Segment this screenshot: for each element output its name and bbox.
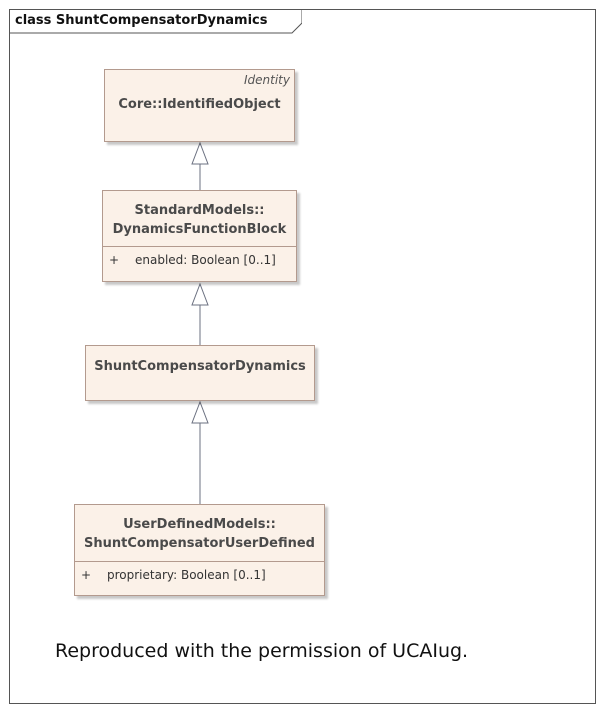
class-namespace: StandardModels::: [134, 203, 265, 218]
compartment-divider: [75, 561, 324, 562]
attribute-proprietary[interactable]: + proprietary: Boolean [0..1]: [81, 568, 266, 582]
visibility-marker: +: [109, 253, 120, 267]
class-name: UserDefinedModels:: ShuntCompensatorUser…: [75, 515, 324, 553]
class-name: StandardModels:: DynamicsFunctionBlock: [103, 201, 296, 239]
frame-title-tab: [9, 9, 302, 34]
diagram-frame: [9, 9, 596, 704]
class-shunt-compensator-user-defined[interactable]: UserDefinedModels:: ShuntCompensatorUser…: [74, 504, 325, 596]
class-name-text: ShuntCompensatorUserDefined: [84, 536, 315, 551]
diagram-title: class ShuntCompensatorDynamics: [15, 13, 268, 28]
class-identified-object[interactable]: Identity Core::IdentifiedObject: [104, 69, 295, 142]
class-name-text: DynamicsFunctionBlock: [112, 222, 287, 237]
class-name: Core::IdentifiedObject: [118, 97, 281, 112]
visibility-marker: +: [81, 568, 92, 582]
generalization-scd-to-dfb[interactable]: [191, 282, 209, 345]
class-dynamics-function-block[interactable]: StandardModels:: DynamicsFunctionBlock +…: [102, 190, 297, 282]
class-namespace: UserDefinedModels::: [123, 517, 276, 532]
attribute-text: enabled: Boolean [0..1]: [135, 253, 276, 267]
class-shunt-compensator-dynamics[interactable]: ShuntCompensatorDynamics: [85, 345, 315, 401]
generalization-dfb-to-identified-object[interactable]: [191, 141, 209, 190]
generalization-scud-to-scd[interactable]: [191, 400, 209, 504]
class-name: ShuntCompensatorDynamics: [94, 359, 306, 374]
stereotype-label: Identity: [244, 73, 290, 87]
attribute-text: proprietary: Boolean [0..1]: [107, 568, 266, 582]
attribute-enabled[interactable]: + enabled: Boolean [0..1]: [109, 253, 276, 267]
compartment-divider: [103, 246, 296, 247]
permission-footnote: Reproduced with the permission of UCAIug…: [55, 640, 469, 662]
